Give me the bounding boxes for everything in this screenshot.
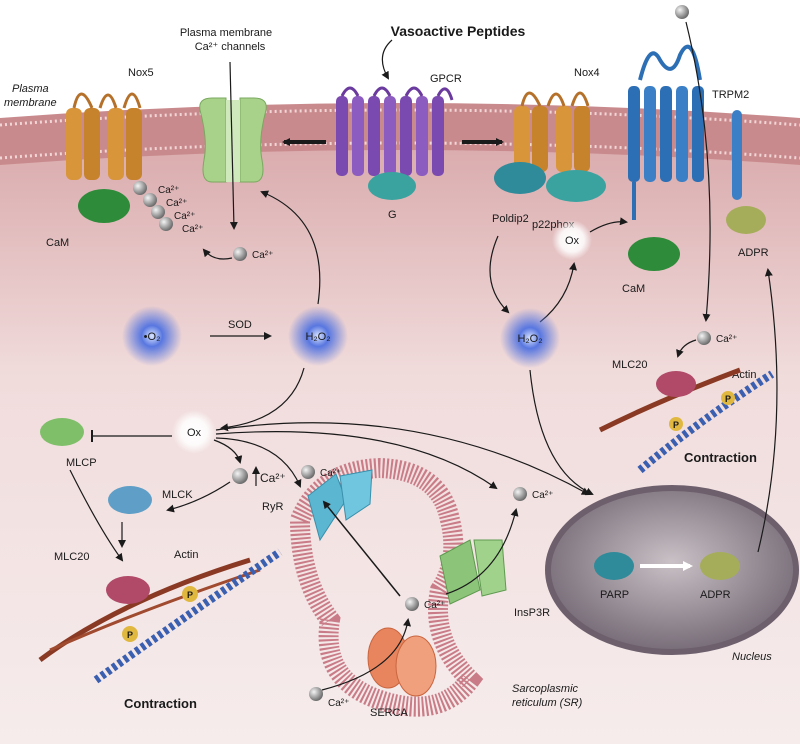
actin-left-label: Actin — [174, 549, 198, 561]
superoxide — [122, 306, 182, 366]
poldip2 — [494, 162, 546, 194]
nox5-label: Nox5 — [128, 67, 154, 79]
ca-ion-ryr — [301, 465, 315, 479]
contraction-right: Contraction — [684, 450, 757, 465]
nox5-enzyme — [66, 92, 142, 180]
h2o2-left — [288, 306, 348, 366]
plasma-membrane-label-2: membrane — [4, 97, 57, 109]
phospho-right-2: P — [673, 420, 679, 430]
adpr-nucleus-label: ADPR — [700, 589, 731, 601]
mlc20-right-label: MLC20 — [612, 359, 647, 371]
cam-left — [78, 189, 130, 223]
trpm2-label: TRPM2 — [712, 89, 749, 101]
contraction-left: Contraction — [124, 696, 197, 711]
nox4-label: Nox4 — [574, 67, 600, 79]
ox-top — [552, 220, 592, 260]
channel-label: Plasma membrane — [180, 27, 272, 39]
phospho-left-1: P — [187, 590, 193, 600]
ca-nox5-3: Ca²⁺ — [174, 211, 195, 222]
ca-ion-channel — [233, 247, 247, 261]
phospho-left-2: P — [127, 630, 133, 640]
serca-label: SERCA — [370, 707, 409, 719]
mlck-label: MLCK — [162, 489, 193, 501]
h2o2-right — [500, 308, 560, 368]
ca-nox5-2: Ca²⁺ — [166, 198, 187, 209]
cam-right — [628, 237, 680, 271]
parp — [594, 552, 634, 580]
nucleus-label: Nucleus — [732, 651, 772, 663]
actomyosin-left — [38, 548, 283, 684]
adpr-membrane-label: ADPR — [738, 247, 769, 259]
ca-chain-nox5 — [133, 181, 173, 231]
ca-ion-right — [697, 331, 711, 345]
cam-left-label: CaM — [46, 237, 69, 249]
superoxide-label: •O₂ — [144, 331, 161, 343]
ca-nox5-4: Ca²⁺ — [182, 224, 203, 235]
ca-left-label: Ca²⁺ — [260, 471, 286, 485]
phospho-right-1: P — [725, 394, 731, 404]
ca-ion-insp3r — [513, 487, 527, 501]
title: Vasoactive Peptides — [391, 23, 526, 39]
ca-ryr-label: Ca²⁺ — [320, 468, 341, 479]
ca-serca-label: Ca²⁺ — [328, 698, 349, 709]
ca-sr-label: Ca²⁺ — [424, 600, 445, 611]
gpcr-receptor — [336, 86, 454, 176]
mlcp-label: MLCP — [66, 457, 97, 469]
ca-ion-top — [675, 5, 689, 19]
nucleus — [545, 485, 799, 655]
ca-ion-serca — [309, 687, 323, 701]
adpr-membrane — [726, 206, 766, 234]
trpm2-channel — [628, 44, 742, 220]
insp3r-label: InsP3R — [514, 607, 550, 619]
sod-label: SOD — [228, 319, 252, 331]
ox-top-label: Ox — [565, 235, 580, 247]
sr-label: Sarcoplasmic — [512, 683, 579, 695]
actomyosin-right — [598, 367, 775, 474]
mlcp — [40, 418, 84, 446]
gpcr-label: GPCR — [430, 73, 462, 85]
ox-left — [172, 410, 216, 454]
parp-label: PARP — [600, 589, 629, 601]
p22phox — [546, 170, 606, 202]
plasma-ca-channel — [199, 97, 267, 183]
plasma-membrane-label: Plasma — [12, 83, 49, 95]
cam-right-label: CaM — [622, 283, 645, 295]
ca-ion-left — [232, 468, 248, 484]
ox-left-label: Ox — [187, 427, 202, 439]
mlck — [108, 486, 152, 514]
g-protein — [368, 172, 416, 200]
ca-channel-label: Ca²⁺ — [252, 250, 273, 261]
insp3r-channel — [439, 539, 507, 605]
adpr-nucleus — [700, 552, 740, 580]
ca-ion-sr — [405, 597, 419, 611]
ca-right-label: Ca²⁺ — [716, 334, 737, 345]
ca-nox5-1: Ca²⁺ — [158, 185, 179, 196]
g-protein-label: G — [388, 209, 397, 221]
sarcoplasmic-reticulum — [289, 457, 484, 717]
h2o2-right-label: H₂O₂ — [517, 333, 542, 345]
sr-label-2: reticulum (SR) — [512, 697, 583, 709]
ca-insp3r-label: Ca²⁺ — [532, 490, 553, 501]
nox4-enzyme — [514, 91, 590, 172]
poldip2-label: Poldip2 — [492, 213, 529, 225]
channel-label-2: Ca²⁺ channels — [195, 41, 266, 53]
mlc20-left-label: MLC20 — [54, 551, 89, 563]
h2o2-left-label: H₂O₂ — [305, 331, 330, 343]
ryr-label: RyR — [262, 501, 283, 513]
